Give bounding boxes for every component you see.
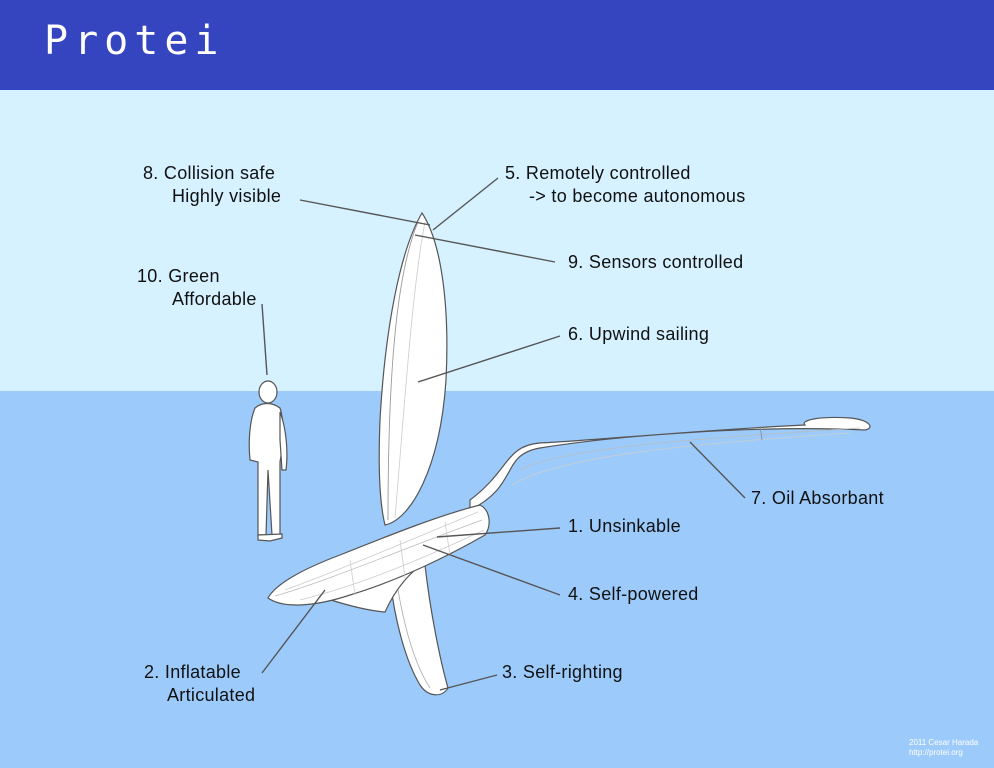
water-background	[0, 391, 994, 768]
leader-lines	[261, 177, 746, 691]
label-green: 10. Green Affordable	[137, 265, 257, 311]
label-upwind-sailing: 6. Upwind sailing	[568, 324, 710, 344]
sky-background	[0, 90, 994, 391]
label-line: -> to become autonomous	[529, 186, 746, 206]
label-line: 2. Inflatable	[144, 662, 241, 682]
credit-line: 2011 Cesar Harada	[909, 738, 979, 747]
label-collision-safe: 8. Collision safe Highly visible	[143, 162, 281, 208]
label-line: 5. Remotely controlled	[505, 163, 691, 183]
label-oil-absorbant: 7. Oil Absorbant	[751, 488, 884, 508]
label-sensors-controlled: 9. Sensors controlled	[568, 252, 744, 272]
label-unsinkable: 1. Unsinkable	[568, 516, 681, 536]
label-inflatable: 2. Inflatable Articulated	[144, 661, 255, 707]
label-line: 10. Green	[137, 266, 220, 286]
label-line: Affordable	[172, 289, 257, 309]
label-line: 8. Collision safe	[143, 163, 276, 183]
label-line: Highly visible	[172, 186, 282, 206]
label-line: Articulated	[167, 685, 256, 705]
keel	[389, 564, 449, 696]
oil-absorbant-tail	[469, 416, 871, 511]
label-self-powered: 4. Self-powered	[568, 584, 699, 604]
page-title: Protei	[44, 18, 225, 64]
person-figure	[248, 380, 288, 542]
header-bar: Protei	[0, 0, 994, 90]
credit-url: http://protei.org	[909, 748, 963, 757]
label-self-righting: 3. Self-righting	[502, 662, 623, 682]
credit: 2011 Cesar Harada http://protei.org	[909, 738, 978, 758]
sail	[378, 211, 448, 526]
label-remotely-controlled: 5. Remotely controlled -> to become auto…	[505, 162, 746, 208]
